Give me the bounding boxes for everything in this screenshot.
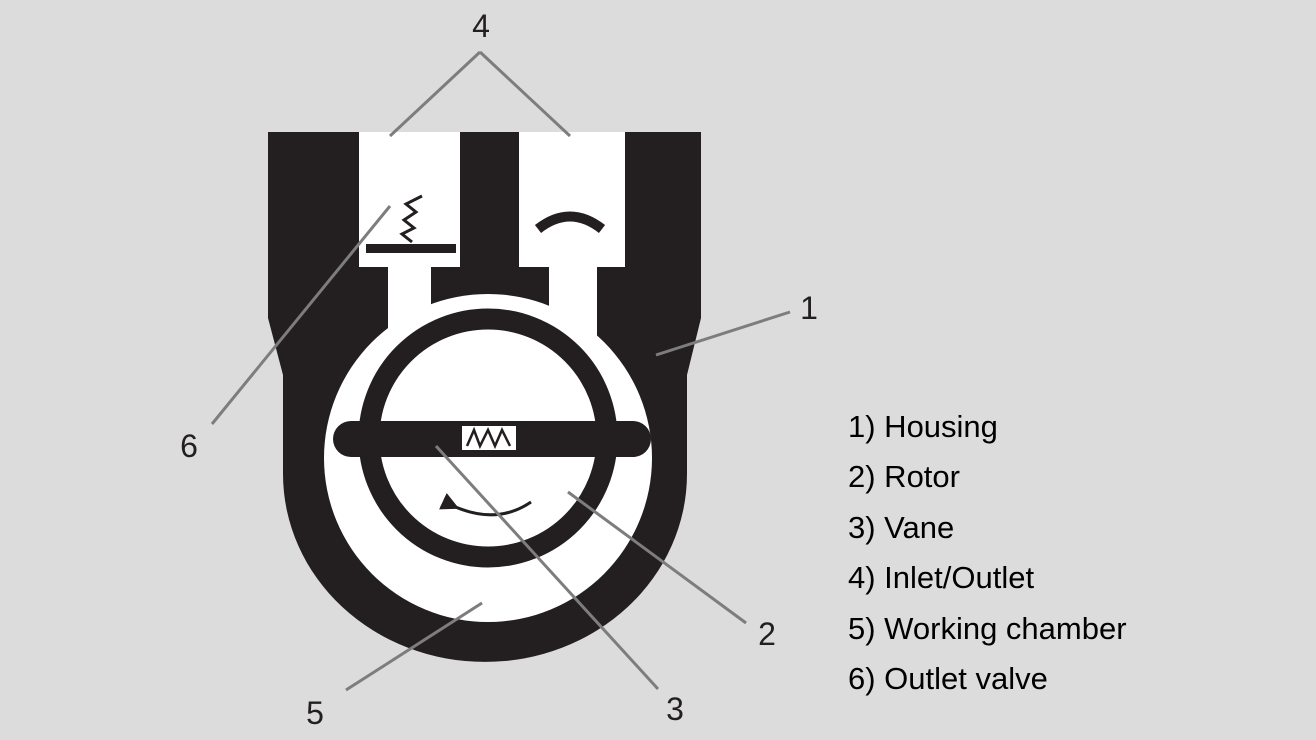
legend: 1) Housing 2) Rotor 3) Vane 4) Inlet/Out… <box>848 402 1127 704</box>
leader-line-4b <box>478 50 572 138</box>
leader-lines <box>210 50 791 692</box>
leader-line-3 <box>434 444 660 691</box>
leader-line-6 <box>210 205 392 425</box>
legend-item-outlet-valve: 6) Outlet valve <box>848 661 1048 697</box>
inlet-flap-icon <box>534 211 606 234</box>
right-port <box>519 132 625 267</box>
callout-2: 2 <box>758 616 776 652</box>
leader-line-5 <box>345 601 483 692</box>
legend-item-working-chamber: 5) Working chamber <box>848 610 1127 646</box>
valve-plate <box>366 244 456 253</box>
rotation-arrow-icon <box>439 493 532 517</box>
spring-icon <box>399 194 423 244</box>
callout-5: 5 <box>306 695 324 731</box>
callout-4: 4 <box>472 8 490 44</box>
legend-item-rotor: 2) Rotor <box>848 459 960 495</box>
legend-item-housing: 1) Housing <box>848 409 998 444</box>
leader-line-2 <box>567 490 747 625</box>
legend-item-inlet-outlet: 4) Inlet/Outlet <box>848 560 1035 596</box>
working-chamber <box>324 294 652 622</box>
callout-1: 1 <box>800 290 818 326</box>
callout-3: 3 <box>666 691 684 727</box>
callout-6: 6 <box>180 428 198 464</box>
outlet-valve <box>366 194 456 253</box>
leader-line-4a <box>388 50 482 138</box>
legend-item-vane: 3) Vane <box>848 509 955 545</box>
vane-spring-icon <box>462 426 516 450</box>
leader-line-1 <box>655 310 791 357</box>
